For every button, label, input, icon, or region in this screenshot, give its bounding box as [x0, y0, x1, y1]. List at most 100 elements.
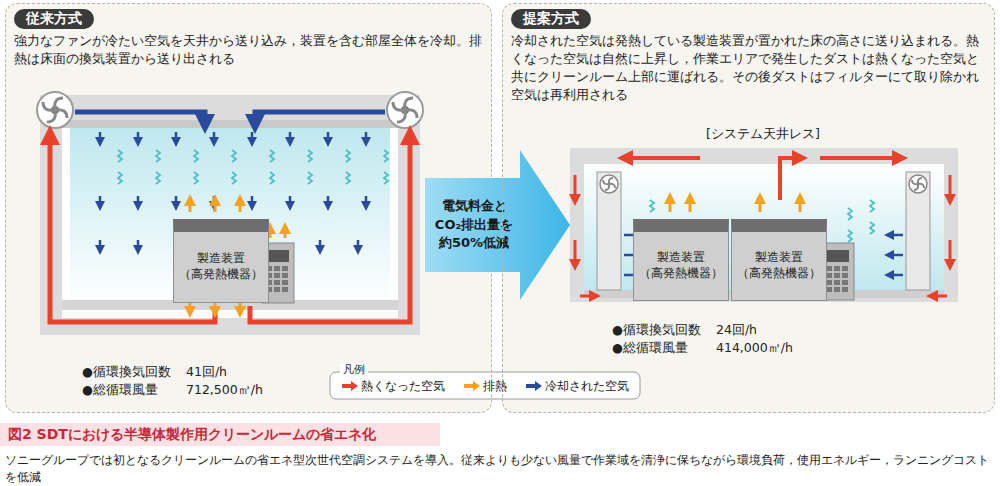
- stat-value: 41回/h: [186, 364, 227, 381]
- caption-band: [0, 423, 440, 446]
- key: [274, 280, 280, 285]
- flow-arrow: [284, 228, 287, 238]
- stat-name: ●総循環風量: [82, 382, 158, 399]
- legend-title: 凡例: [340, 364, 368, 376]
- equipment-label: 製造装置 （高発熱機器）: [736, 250, 822, 281]
- flow-arrow: [932, 295, 947, 298]
- panel-ground: [502, 3, 995, 413]
- air-wave: [308, 172, 312, 184]
- fan: [909, 175, 927, 193]
- equipment-box: 製造装置 （高発熱機器）: [731, 219, 827, 301]
- stat-value: 712,500㎥/h: [186, 382, 263, 399]
- legend: 熱くなった空気排熱冷却された空気: [332, 375, 638, 397]
- air-wave: [156, 150, 160, 162]
- method-panel: 従来方式強力なファンが冷たい空気を天井から送り込み，装置を含む部屋全体を冷却。排…: [5, 3, 492, 413]
- control-screen: [267, 250, 289, 262]
- air-wave: [232, 150, 236, 162]
- flow-arrow: [99, 240, 102, 250]
- flow-arrow: [327, 132, 330, 142]
- legend-item: 熱くなった空気: [342, 378, 445, 395]
- air-wave: [346, 150, 350, 162]
- flow-arrow: [189, 302, 192, 312]
- flow-arrow: [949, 240, 952, 265]
- legend-swatch: [526, 381, 542, 391]
- flow-arrow: [289, 132, 292, 142]
- air-wave: [156, 172, 160, 184]
- legend-swatch: [342, 381, 358, 391]
- fan: [600, 175, 618, 193]
- flow-arrow: [137, 196, 140, 206]
- fan-filter-unit: [906, 172, 930, 290]
- flow-arrow: [214, 200, 217, 212]
- air-wave: [848, 208, 852, 220]
- legend-item: 排熱: [464, 378, 507, 395]
- cold-air-duct: [255, 112, 385, 124]
- key: [834, 273, 840, 278]
- keypad: [266, 266, 288, 292]
- flow-arrow: [669, 198, 672, 212]
- equipment-label: 製造装置 （高発熱機器）: [638, 250, 724, 281]
- air-wave: [346, 172, 350, 184]
- key: [834, 287, 840, 292]
- airflow-marks: [100, 132, 950, 312]
- flow-arrow: [213, 132, 216, 142]
- legend-text: 排熱: [483, 378, 507, 395]
- ceiling: [62, 120, 398, 128]
- flow-arrow: [580, 295, 595, 298]
- flow-arrow: [239, 200, 242, 212]
- effect-arrow: 電気料金と CO₂排出量を 約50%低減: [425, 150, 570, 300]
- keypad: [826, 266, 848, 292]
- room-air: [70, 128, 390, 304]
- air-wave: [650, 200, 654, 212]
- fan: [37, 92, 73, 128]
- flow-arrow: [820, 156, 900, 160]
- flow-arrow: [625, 156, 700, 160]
- effect-text: 電気料金と CO₂排出量を 約50%低減: [430, 197, 518, 254]
- stat-name: ●循環換気回数: [612, 322, 701, 339]
- panel-description: 強力なファンが冷たい空気を天井から送り込み，装置を含む部屋全体を冷却。排熱は床面…: [14, 32, 483, 68]
- key: [274, 266, 280, 271]
- panel-description: 冷却された空気は発熱している製造装置が置かれた床の高さに送り込まれる。熱くなった…: [511, 32, 986, 105]
- flow-arrow: [889, 254, 903, 257]
- flow-arrow: [799, 198, 802, 212]
- flow-arrow: [889, 234, 903, 237]
- air-wave: [870, 200, 874, 212]
- key: [282, 273, 288, 278]
- flow-arrow: [239, 302, 242, 312]
- key: [274, 273, 280, 278]
- air-wave: [308, 150, 312, 162]
- panel-heading: 提案方式: [511, 9, 591, 29]
- stat-value: 24回/h: [716, 322, 757, 339]
- air-wave: [848, 230, 852, 242]
- figure-description: ソニーグループでは初となるクリーンルームの省エネ型次世代空調システムを導入。従来…: [5, 452, 993, 486]
- equipment-box: 製造装置 （高発熱機器）: [173, 219, 269, 303]
- key: [282, 287, 288, 292]
- legend-swatch: [464, 381, 480, 391]
- fan: [387, 92, 423, 128]
- flow-arrow: [137, 240, 140, 250]
- equipment-label: 製造装置 （高発熱機器）: [178, 251, 264, 282]
- room-note: [システム天井レス]: [706, 126, 820, 143]
- flow-arrow: [175, 132, 178, 142]
- stat-name: ●循環換気回数: [82, 364, 171, 381]
- duct-frame: [40, 95, 420, 335]
- key: [842, 287, 848, 292]
- air-wave: [384, 150, 388, 162]
- cold-air-duct: [75, 112, 205, 124]
- key: [842, 273, 848, 278]
- flow-arrow: [327, 196, 330, 206]
- key: [842, 266, 848, 271]
- key: [282, 266, 288, 271]
- air-wave: [384, 172, 388, 184]
- legend-text: 熱くなった空気: [361, 378, 445, 395]
- air-wave: [870, 222, 874, 234]
- key: [834, 280, 840, 285]
- legend-frame: [330, 372, 640, 399]
- stat-value: 414,000㎥/h: [716, 340, 793, 357]
- room-wall: [62, 120, 398, 318]
- panel-heading: 従来方式: [14, 9, 94, 29]
- air-wave: [232, 172, 236, 184]
- air-wave: [194, 172, 198, 184]
- flow-arrow: [289, 196, 292, 206]
